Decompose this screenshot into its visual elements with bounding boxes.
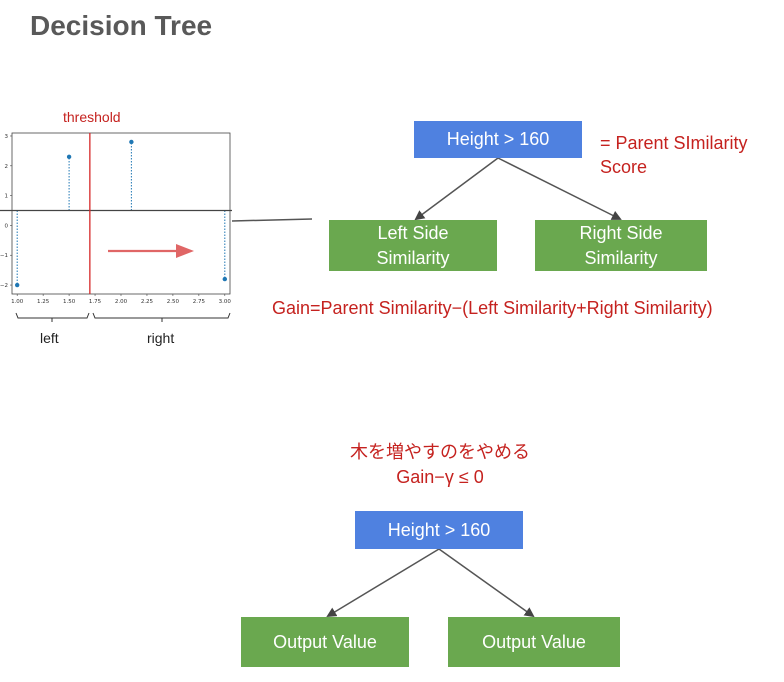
right-similarity-node: Right Side Similarity	[535, 220, 707, 271]
y-tick-label: −1	[0, 253, 8, 259]
gain-formula: Gain=Parent Similarity−(Left Similarity+…	[272, 298, 713, 318]
x-ticks: 1.00 1.25 1.50 1.75 2.00 2.25 2.50 2.75 3.00	[11, 294, 231, 305]
x-tick-label: 3.00	[219, 299, 232, 305]
x-tick-label: 2.25	[141, 299, 154, 305]
right-arrow	[108, 244, 194, 258]
stop-condition: 木を増やすのをやめる Gain−γ ≤ 0	[340, 440, 540, 490]
data-point	[14, 282, 20, 288]
x-tick-label: 1.00	[11, 299, 24, 305]
stems	[16, 141, 226, 286]
left-brace-label: left	[40, 330, 59, 346]
parent-similarity-note: = Parent SImilarity Score	[600, 133, 748, 178]
y-tick-label: −2	[0, 283, 8, 289]
edge-root2-left	[326, 548, 440, 618]
y-tick-label: 3	[5, 134, 9, 140]
data-point	[66, 154, 72, 160]
y-tick-label: 2	[5, 164, 9, 170]
data-point	[129, 139, 134, 145]
bottom-root-node: Height > 160	[355, 511, 523, 549]
data-point	[222, 276, 228, 282]
y-tick-label: 0	[5, 223, 9, 229]
y-tick-label: 1	[5, 194, 9, 200]
plot-connector-line	[231, 218, 313, 222]
slide-title: Decision Tree	[30, 10, 213, 41]
right-brace	[92, 312, 231, 322]
x-tick-label: 1.25	[37, 299, 50, 305]
left-similarity-node: Left Side Similarity	[329, 220, 497, 271]
edge-root1-left	[414, 157, 499, 221]
top-root-node: Height > 160	[414, 121, 582, 158]
x-tick-label: 1.75	[89, 299, 102, 305]
x-tick-label: 2.00	[115, 299, 128, 305]
x-tick-label: 2.50	[167, 299, 180, 305]
x-tick-label: 2.75	[193, 299, 206, 305]
scatter-plot: 3 2 1 0 −1 −2 1.00 1.25 1.50 1.75 2.00 2.25 2.50 2.7…	[0, 132, 232, 346]
edge-root2-right	[438, 548, 535, 618]
threshold-label: threshold	[63, 109, 121, 125]
stop-condition-line1: 木を増やすのをやめる	[350, 442, 530, 462]
stop-condition-line2: Gain−γ ≤ 0	[396, 467, 484, 488]
x-tick-label: 1.50	[63, 299, 76, 305]
right-brace-label: right	[147, 330, 174, 346]
left-output-node: Output Value	[241, 617, 409, 667]
right-output-node: Output Value	[448, 617, 620, 667]
y-ticks: 3 2 1 0 −1 −2	[0, 134, 12, 289]
data-points	[14, 139, 228, 288]
plot-frame	[11, 132, 231, 295]
left-brace	[15, 312, 90, 322]
